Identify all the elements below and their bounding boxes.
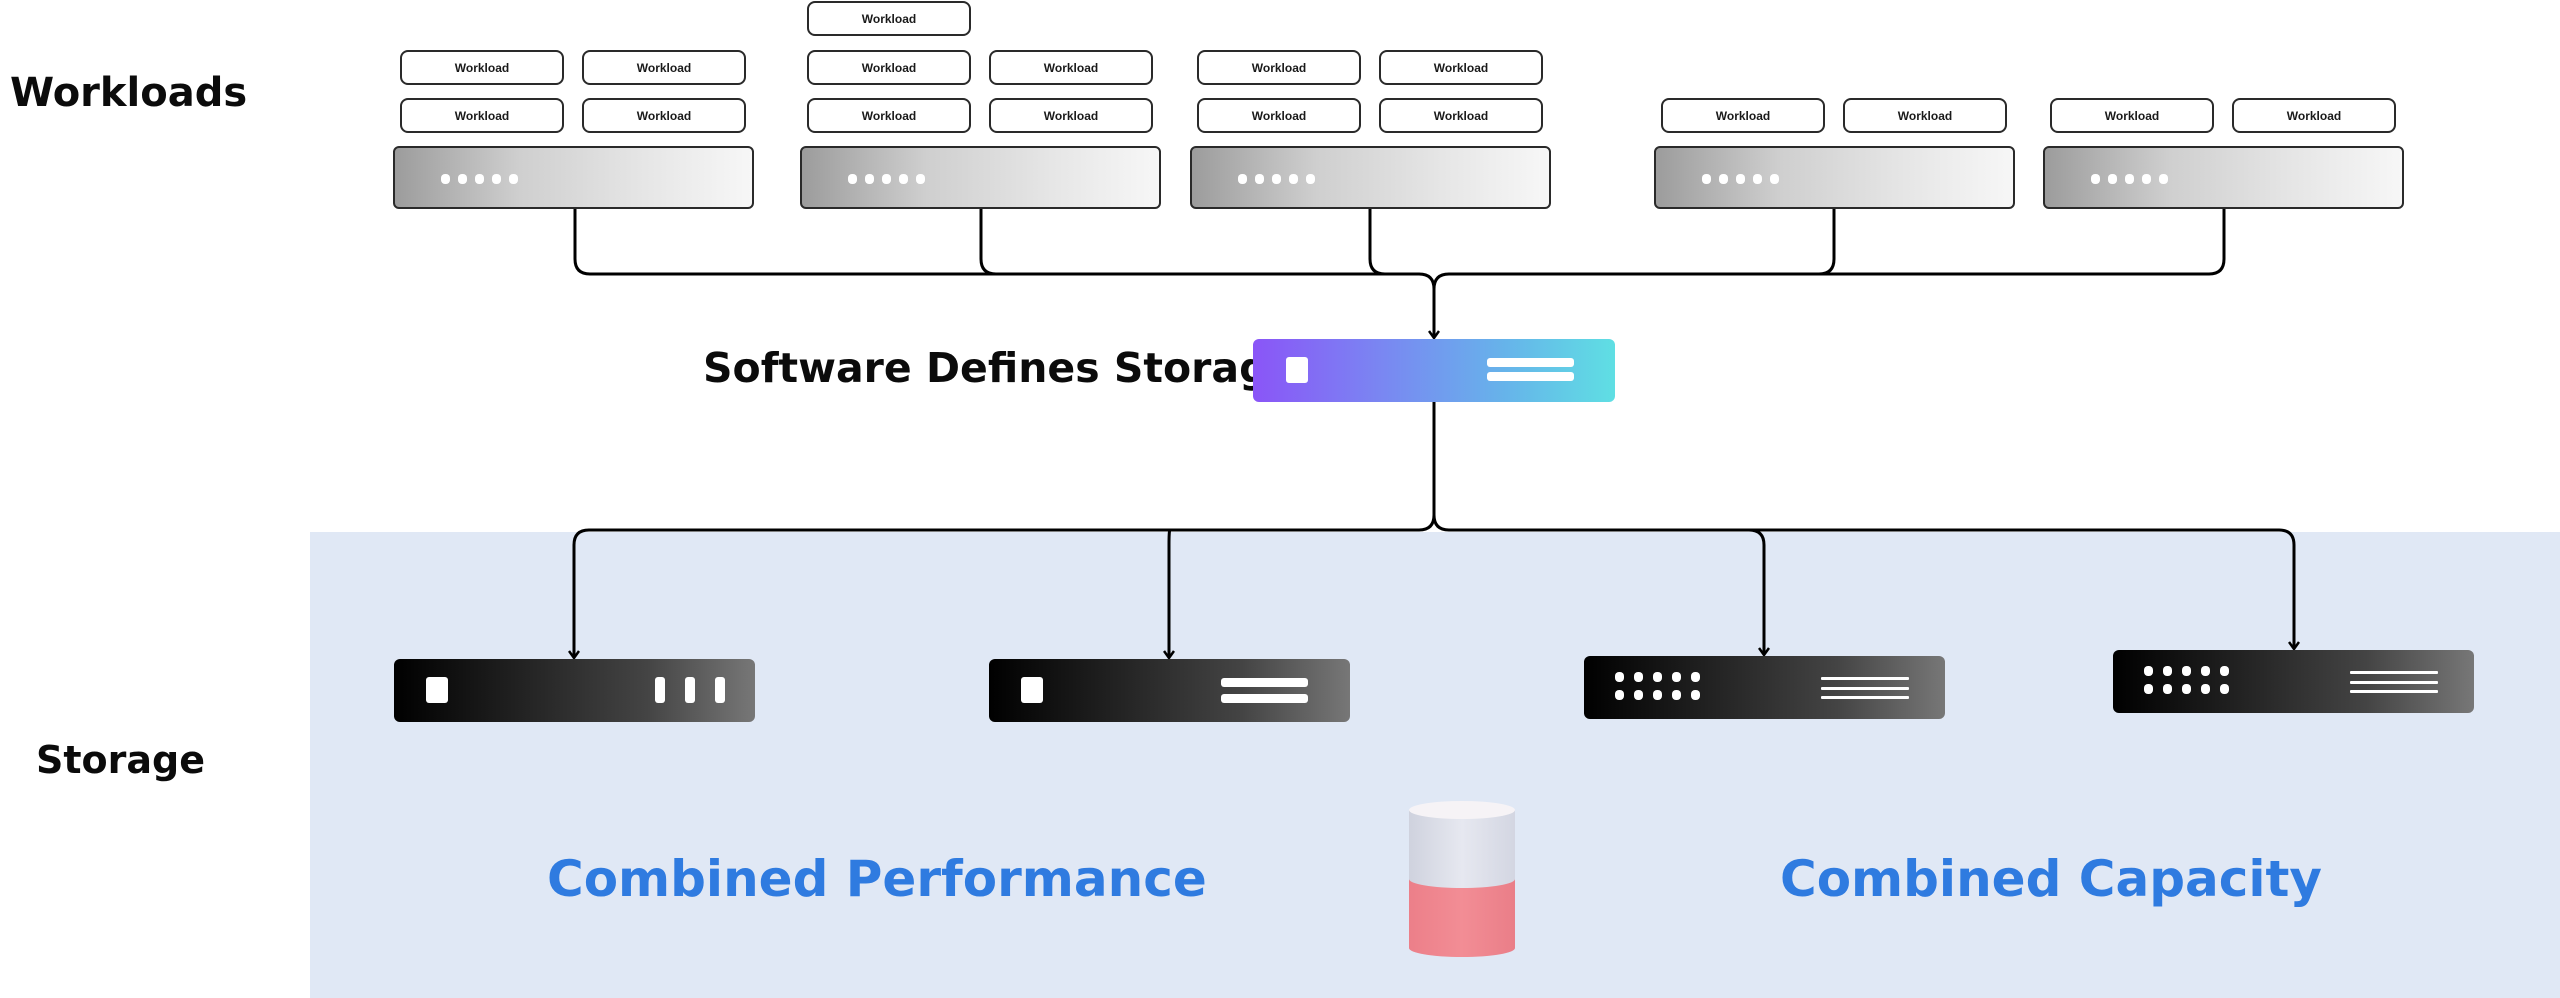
drive-bar-icon (1221, 678, 1308, 687)
port-grid-icon (2144, 666, 2229, 694)
workload-box[interactable]: Workload (989, 98, 1153, 133)
capacity-cylinder-icon (1409, 801, 1515, 957)
workload-box[interactable]: Workload (2232, 98, 2396, 133)
vent-line-icon (1821, 696, 1909, 699)
status-dots-icon (1238, 174, 1315, 184)
vent-line-icon (2350, 681, 2438, 684)
vent-line-icon (1821, 687, 1909, 690)
sds-bar-icon (1487, 358, 1574, 367)
drive-bay-icon (685, 677, 695, 703)
workload-box[interactable]: Workload (582, 98, 746, 133)
workload-box[interactable]: Workload (1661, 98, 1825, 133)
workload-box[interactable]: Workload (1379, 50, 1543, 85)
storage-server-3[interactable] (1584, 656, 1945, 719)
workload-host[interactable] (800, 146, 1161, 209)
server-indicator-icon (1021, 677, 1043, 703)
sds-label: Software Defines Storage (703, 344, 1297, 392)
workload-host[interactable] (393, 146, 754, 209)
server-indicator-icon (426, 677, 448, 703)
workload-box[interactable]: Workload (1843, 98, 2007, 133)
port-grid-icon (1615, 672, 1700, 700)
workloads-label: Workloads (10, 70, 248, 116)
workload-box[interactable]: Workload (989, 50, 1153, 85)
workload-box[interactable]: Workload (2050, 98, 2214, 133)
drive-bar-icon (1221, 694, 1308, 703)
status-dots-icon (2091, 174, 2168, 184)
workload-host[interactable] (1654, 146, 2015, 209)
workload-host[interactable] (1190, 146, 1551, 209)
workload-box[interactable]: Workload (582, 50, 746, 85)
status-dots-icon (1702, 174, 1779, 184)
connector-host-4 (1432, 209, 1836, 290)
connector-host-1 (573, 209, 1436, 290)
sds-indicator-icon (1286, 357, 1308, 383)
vent-line-icon (2350, 671, 2438, 674)
vent-line-icon (2350, 690, 2438, 693)
status-dots-icon (441, 174, 518, 184)
cylinder-top (1409, 801, 1515, 819)
combined-performance-label: Combined Performance (547, 850, 1207, 908)
workload-host[interactable] (2043, 146, 2404, 209)
drive-bay-icon (655, 677, 665, 703)
workload-box[interactable]: Workload (400, 98, 564, 133)
connector-host-5 (1819, 209, 2226, 276)
workload-box[interactable]: Workload (807, 98, 971, 133)
workload-box[interactable]: Workload (1379, 98, 1543, 133)
workload-box[interactable]: Workload (1197, 98, 1361, 133)
cylinder-fill (1409, 879, 1515, 957)
workload-box[interactable]: Workload (400, 50, 564, 85)
sds-controller[interactable] (1253, 339, 1615, 402)
storage-server-2[interactable] (989, 659, 1350, 722)
connector-server-2 (1169, 528, 1170, 657)
connector-server-3-drop (1748, 528, 1764, 654)
workload-box[interactable]: Workload (807, 1, 971, 36)
workload-box[interactable]: Workload (807, 50, 971, 85)
storage-label: Storage (36, 738, 205, 782)
drive-bay-icon (715, 677, 725, 703)
combined-capacity-label: Combined Capacity (1780, 850, 2323, 908)
workload-box[interactable]: Workload (1197, 50, 1361, 85)
sds-bar-icon (1487, 372, 1574, 381)
status-dots-icon (848, 174, 925, 184)
connector-host-2 (979, 209, 997, 276)
storage-server-1[interactable] (394, 659, 755, 722)
connector-server-1 (574, 514, 1436, 657)
connector-host-3 (1368, 209, 1386, 276)
vent-line-icon (1821, 677, 1909, 680)
connector-server-3 (1432, 514, 2294, 648)
storage-server-4[interactable] (2113, 650, 2474, 713)
